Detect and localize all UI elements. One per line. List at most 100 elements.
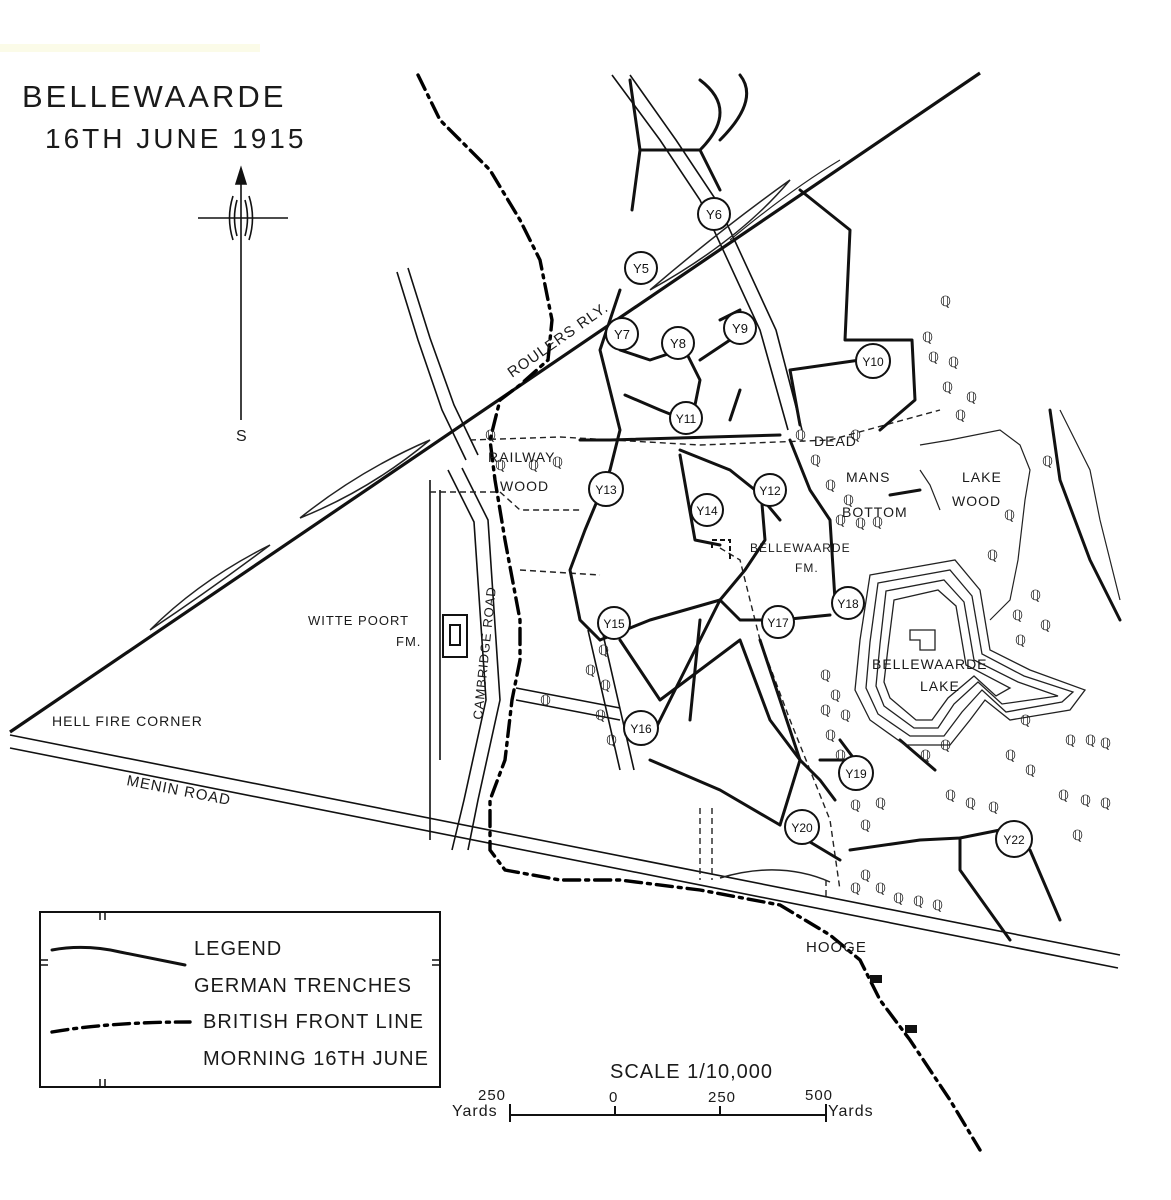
svg-text:Y14: Y14	[696, 504, 718, 518]
svg-text:Y15: Y15	[603, 617, 625, 631]
road-network	[9, 71, 1121, 969]
svg-text:ℚ: ℚ	[920, 748, 931, 764]
map-title: BELLEWAARDE	[22, 79, 286, 114]
point-y9: Y9	[723, 311, 757, 345]
svg-text:ℚ: ℚ	[825, 728, 836, 744]
svg-text:ℚ: ℚ	[1015, 633, 1026, 649]
svg-text:ℚ: ℚ	[1020, 713, 1031, 729]
legend-morning-label: MORNING 16TH JUNE	[203, 1048, 429, 1070]
bellewaarde-fm-label: BELLEWAARDE	[750, 541, 851, 555]
dashed-tracks	[430, 409, 941, 900]
map-date: 16TH JUNE 1915	[45, 123, 306, 154]
bellewaarde-fm-label: FM.	[795, 561, 819, 575]
svg-text:ℚ: ℚ	[1012, 608, 1023, 624]
svg-text:ℚ: ℚ	[850, 881, 861, 897]
svg-text:ℚ: ℚ	[948, 355, 959, 371]
menin-road	[9, 734, 1121, 969]
svg-text:ℚ: ℚ	[825, 478, 836, 494]
svg-text:Y16: Y16	[630, 722, 652, 736]
svg-text:ℚ: ℚ	[987, 548, 998, 564]
railway-line	[9, 71, 981, 734]
svg-text:ℚ: ℚ	[955, 408, 966, 424]
point-y10: Y10	[855, 343, 891, 379]
hooge-label: HOOGE	[806, 939, 867, 956]
svg-text:ℚ: ℚ	[540, 693, 551, 709]
svg-text:ℚ: ℚ	[965, 796, 976, 812]
svg-text:ℚ: ℚ	[850, 798, 861, 814]
svg-text:ℚ: ℚ	[988, 800, 999, 816]
lake-label-2: LAKE	[920, 678, 960, 694]
svg-text:Y6: Y6	[706, 207, 722, 222]
point-y5: Y5	[624, 251, 658, 285]
svg-text:ℚ: ℚ	[1085, 733, 1096, 749]
svg-text:ℚ: ℚ	[820, 668, 831, 684]
point-y12: Y12	[753, 473, 787, 507]
svg-text:Y13: Y13	[595, 483, 617, 497]
svg-text:ℚ: ℚ	[860, 818, 871, 834]
point-y13: Y13	[588, 471, 624, 507]
lake-wood-label: WOOD	[952, 493, 1001, 509]
point-y19: Y19	[838, 755, 874, 791]
svg-text:Y20: Y20	[791, 821, 813, 835]
point-y16: Y16	[623, 710, 659, 746]
svg-text:ℚ: ℚ	[485, 428, 496, 444]
svg-text:ℚ: ℚ	[855, 516, 866, 532]
svg-text:ℚ: ℚ	[940, 294, 951, 310]
numbered-points: Y5 Y6 Y7 Y8 Y9 Y10 Y11 Y12 Y13 Y14 Y15 Y…	[588, 197, 1033, 858]
point-y22: Y22	[995, 820, 1033, 858]
legend-british-label: BRITISH FRONT LINE	[203, 1011, 424, 1033]
svg-text:Y9: Y9	[732, 321, 748, 336]
svg-text:Y8: Y8	[670, 336, 686, 351]
svg-text:ℚ: ℚ	[843, 493, 854, 509]
svg-text:ℚ: ℚ	[1065, 733, 1076, 749]
point-y11: Y11	[669, 401, 703, 435]
svg-text:ℚ: ℚ	[872, 515, 883, 531]
compass-icon	[198, 165, 288, 420]
svg-text:ℚ: ℚ	[940, 738, 951, 754]
british-front-line	[416, 73, 982, 1152]
bellewaarde-lake	[854, 559, 1087, 746]
svg-text:ℚ: ℚ	[585, 663, 596, 679]
svg-text:Y12: Y12	[759, 484, 781, 498]
lake-wood-label: LAKE	[962, 469, 1002, 485]
legend-german-swatch	[50, 945, 187, 967]
svg-text:Y11: Y11	[676, 412, 697, 426]
svg-text:ℚ: ℚ	[1042, 454, 1053, 470]
hell-fire-corner-label: HELL FIRE CORNER	[52, 713, 203, 729]
svg-text:ℚ: ℚ	[850, 428, 861, 444]
svg-text:ℚ: ℚ	[1025, 763, 1036, 779]
witte-poort-label: WITTE POORT	[308, 613, 409, 628]
svg-text:ℚ: ℚ	[1030, 588, 1041, 604]
svg-text:ℚ: ℚ	[928, 350, 939, 366]
svg-text:Y5: Y5	[633, 261, 649, 276]
scale-title: SCALE 1/10,000	[610, 1061, 773, 1083]
scale-tick-250-left: 250	[478, 1087, 506, 1104]
svg-text:Y7: Y7	[614, 327, 630, 342]
point-y18: Y18	[831, 586, 865, 620]
dead-mans-bottom-label: DEAD	[814, 433, 857, 449]
point-y7: Y7	[605, 317, 639, 351]
svg-text:ℚ: ℚ	[830, 688, 841, 704]
svg-text:ℚ: ℚ	[840, 708, 851, 724]
svg-text:ℚ: ℚ	[1080, 793, 1091, 809]
svg-text:ℚ: ℚ	[875, 881, 886, 897]
svg-text:ℚ: ℚ	[835, 748, 846, 764]
legend-british-swatch	[50, 1020, 192, 1034]
svg-text:ℚ: ℚ	[1072, 828, 1083, 844]
scale-tick-500: 500	[805, 1087, 833, 1104]
point-y20: Y20	[784, 809, 820, 845]
svg-text:ℚ: ℚ	[1100, 736, 1111, 752]
svg-text:ℚ: ℚ	[1005, 748, 1016, 764]
svg-text:ℚ: ℚ	[600, 678, 611, 694]
svg-text:ℚ: ℚ	[810, 453, 821, 469]
svg-text:ℚ: ℚ	[1100, 796, 1111, 812]
svg-text:ℚ: ℚ	[552, 455, 563, 471]
point-y15: Y15	[597, 606, 631, 640]
svg-text:Y19: Y19	[845, 767, 867, 781]
cambridge-road	[447, 467, 501, 851]
witte-poort-building-icon	[442, 614, 468, 658]
railway-wood-label: WOOD	[500, 478, 549, 494]
legend-german-label: GERMAN TRENCHES	[194, 975, 412, 997]
svg-text:ℚ: ℚ	[875, 796, 886, 812]
